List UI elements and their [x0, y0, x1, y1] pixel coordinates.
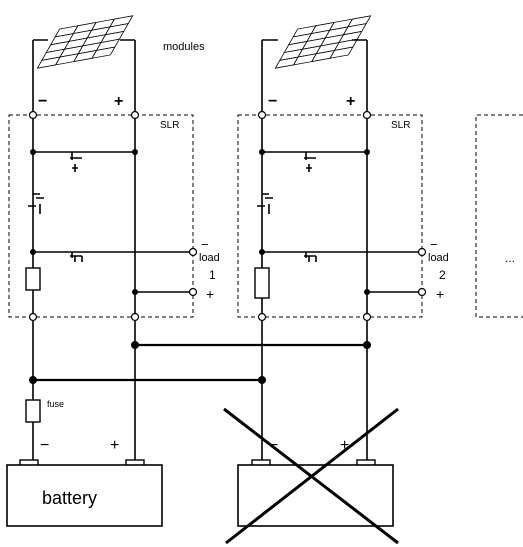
solar-module-2: [274, 15, 372, 69]
module-1-leads: [32, 39, 136, 115]
load-2-plus-label: +: [436, 286, 444, 302]
ellipsis-label: ...: [505, 251, 515, 265]
load-1-number: 1: [209, 268, 216, 282]
battery-1-plus-label: +: [110, 437, 119, 454]
cross-out-mark: [223, 407, 399, 545]
load-2-number: 2: [439, 268, 446, 282]
module-2-minus-label: −: [268, 93, 277, 110]
slr-1-circuit: [25, 110, 198, 322]
load-1-text: load: [199, 252, 220, 264]
slr-3-box-partial: [475, 114, 523, 318]
battery-1: [6, 459, 163, 527]
slr-1-box: [8, 114, 194, 318]
modules-label: modules: [163, 41, 205, 53]
fuse-label: fuse: [47, 399, 64, 409]
slr-2-box: [237, 114, 423, 318]
battery-bus-wiring: [25, 321, 371, 465]
solar-module-1: [36, 15, 134, 69]
load-2-text: load: [428, 252, 449, 264]
module-1-plus-label: +: [114, 93, 123, 110]
load-1-plus-label: +: [206, 286, 214, 302]
slr-2-circuit: [254, 110, 427, 322]
module-2-leads: [261, 39, 368, 115]
load-2-minus-label: −: [430, 237, 438, 252]
battery-1-minus-label: −: [40, 437, 49, 454]
battery-label: battery: [42, 488, 97, 508]
slr-1-label: SLR: [160, 120, 179, 131]
slr-2-label: SLR: [391, 120, 410, 131]
module-2-plus-label: +: [346, 93, 355, 110]
module-1-minus-label: −: [38, 93, 47, 110]
battery-2-plus-label: +: [340, 437, 349, 454]
load-1-minus-label: −: [201, 237, 209, 252]
